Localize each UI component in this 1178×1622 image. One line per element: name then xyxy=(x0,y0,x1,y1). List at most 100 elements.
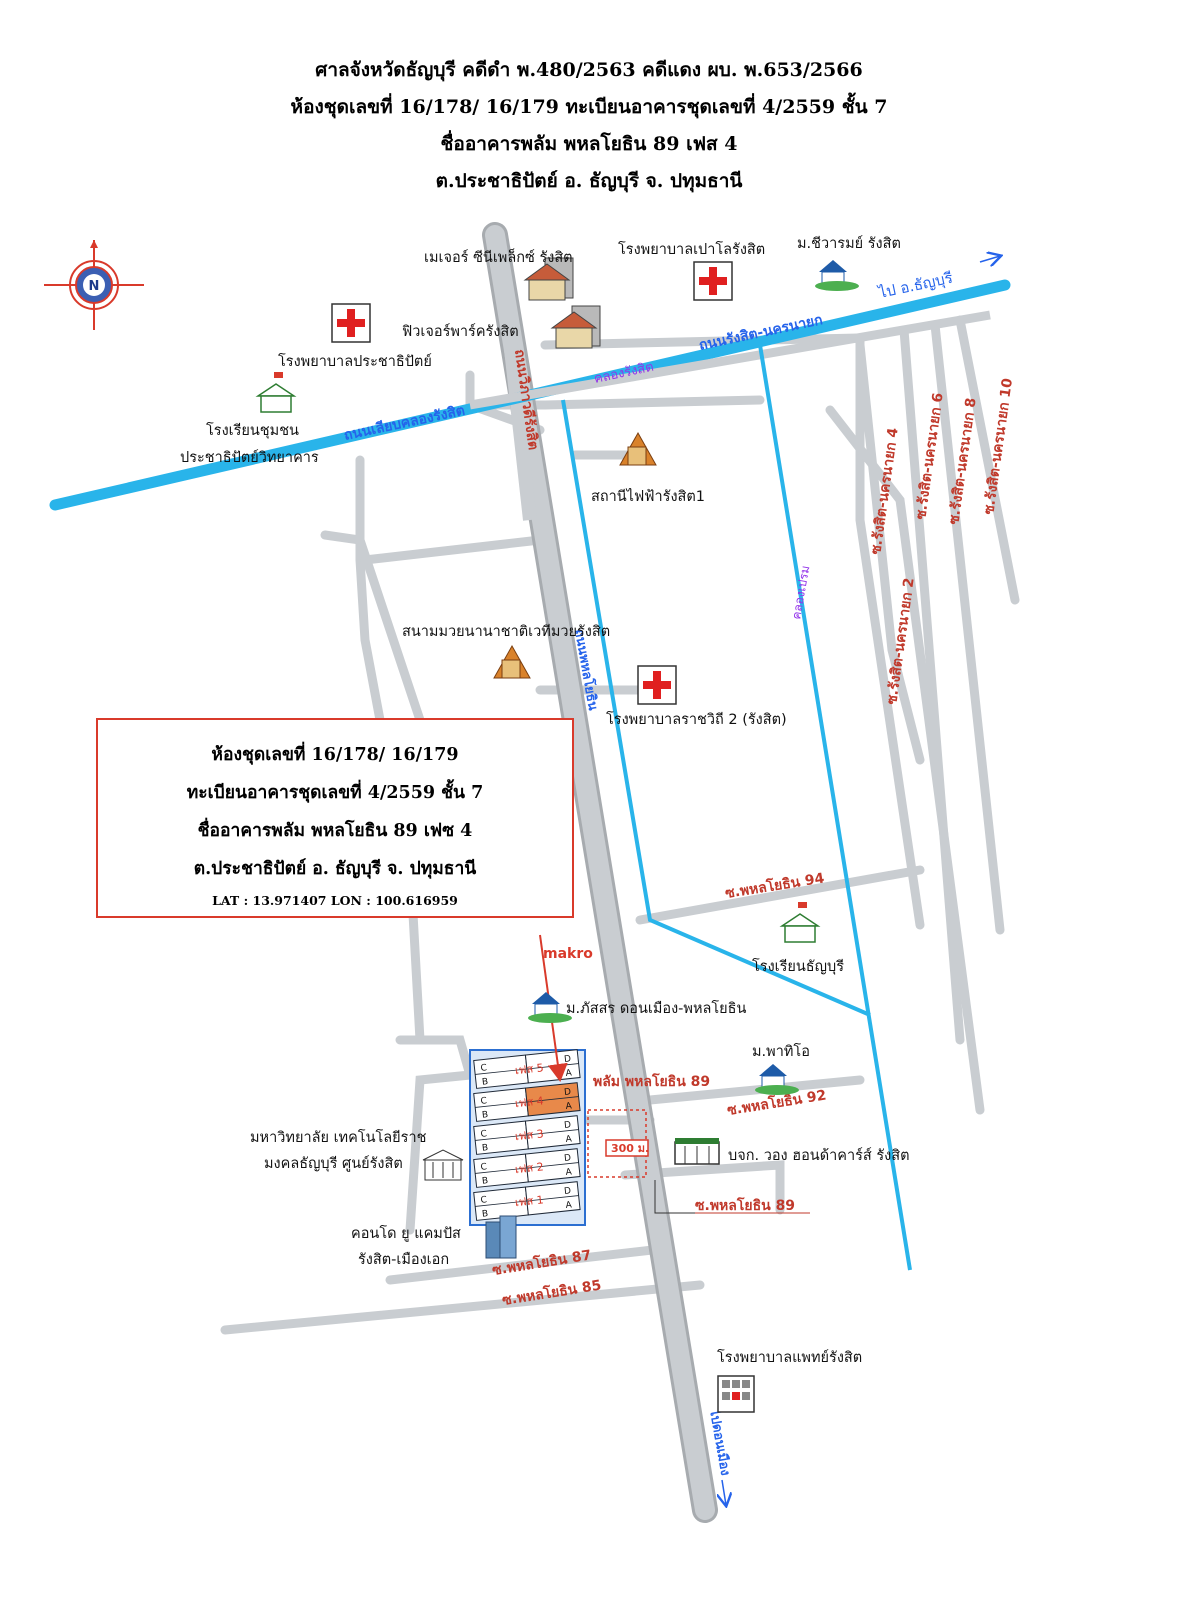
road-soi-87 xyxy=(385,1243,675,1285)
building-letter: D xyxy=(564,1153,572,1164)
rajavithi-hospital-icon xyxy=(637,665,677,705)
to-donmueang-arrow xyxy=(722,1479,726,1505)
pao-hospital-icon xyxy=(693,261,733,301)
info-unit-number: ห้องชุดเลขที่ 16/178/ 16/179 xyxy=(211,745,459,765)
makro-label: makro xyxy=(543,946,593,962)
label-soi-89: ซ.พหลโยธิน 89 xyxy=(695,1196,795,1214)
road-soi-4 xyxy=(855,340,925,765)
building-letter: C xyxy=(480,1162,487,1173)
university-icon xyxy=(422,1149,464,1181)
header-line-3: ชื่ออาคารพลัม พหลโยธิน 89 เฟส 4 xyxy=(440,133,738,155)
phase-row: CB DA เฟส 4 xyxy=(473,1082,581,1122)
phase-label: เฟส 2 xyxy=(514,1160,544,1176)
building-letter: B xyxy=(482,1077,489,1088)
to-thanyaburi-arrow xyxy=(979,256,1000,262)
building-letter: D xyxy=(564,1120,572,1131)
road-soi-89 xyxy=(620,1160,785,1215)
building-letter: A xyxy=(565,1167,573,1178)
label-power-station: สถานีไฟฟ้ารังสิต1 xyxy=(591,489,706,505)
vertical-canal-east xyxy=(758,344,912,1271)
label-chiwarom: ม.ชีวารมย์ รังสิต xyxy=(797,236,901,252)
building-letter: D xyxy=(564,1054,572,1065)
info-coordinates: LAT : 13.971407 LON : 100.616959 xyxy=(212,893,458,908)
road-soi-8 xyxy=(930,320,1005,935)
road-soi-2 xyxy=(825,405,985,1115)
header-line-4: ต.ประชาธิปัตย์ อ. ธัญบุรี จ. ปทุมธานี xyxy=(435,170,743,192)
compass-north-letter: N xyxy=(89,279,100,294)
label-prachathipat-hospital: โรงพยาบาลประชาธิปัตย์ xyxy=(278,354,432,370)
major-cineplex-icon xyxy=(523,257,574,301)
building-letter: C xyxy=(480,1195,487,1206)
distance-label: 300 ม. xyxy=(611,1142,649,1155)
label-boxing-stadium: สนามมวยนานาชาติเวทีมวยรังสิต xyxy=(402,624,611,640)
label-ucampus-1: คอนโด ยู แคมปัส xyxy=(351,1226,461,1242)
label-community-school-1: โรงเรียนชุมชน xyxy=(206,423,299,439)
future-park-icon xyxy=(550,305,601,349)
phase-row: CB DA เฟส 3 xyxy=(473,1115,581,1155)
phase-label: เฟส 3 xyxy=(514,1127,544,1143)
info-location: ต.ประชาธิปัตย์ อ. ธัญบุรี จ. ปทุมธานี xyxy=(193,859,477,879)
phase-label: เฟส 4 xyxy=(514,1094,544,1110)
compass-icon: N xyxy=(44,240,144,330)
info-building-name: ชื่ออาคารพลัม พหลโยธิน 89 เฟซ 4 xyxy=(197,821,473,841)
plum-label: พลัม พหลโยธิน 89 xyxy=(593,1072,710,1090)
document-header: ศาลจังหวัดธัญบุรี คดีดำ พ.480/2563 คดีแด… xyxy=(0,52,1178,200)
label-canal-vertical: คลองเปรม xyxy=(789,564,812,620)
building-letter: A xyxy=(565,1134,573,1145)
header-line-1: ศาลจังหวัดธัญบุรี คดีดำ พ.480/2563 คดีแด… xyxy=(315,59,863,81)
prachathipat-hospital-icon xyxy=(331,303,371,343)
road-soi-94 xyxy=(635,865,925,925)
road-to-boxing xyxy=(355,455,385,725)
building-letter: C xyxy=(480,1096,487,1107)
header-line-2: ห้องชุดเลขที่ 16/178/ 16/179 ทะเบียนอาคา… xyxy=(290,96,888,118)
building-letter: B xyxy=(482,1176,489,1187)
road-soi-10 xyxy=(955,315,1020,605)
label-rajavithi-hospital: โรงพยาบาลราชวิถี 2 (รังสิต) xyxy=(606,712,787,728)
building-letter: A xyxy=(565,1200,573,1211)
thanyaburi-school-icon xyxy=(779,902,821,943)
passorn-house-icon xyxy=(528,992,572,1023)
property-info-box: ห้องชุดเลขที่ 16/178/ 16/179 ทะเบียนอาคา… xyxy=(96,718,574,918)
distance-label-box xyxy=(605,1139,649,1157)
label-liap-khlong: ถนนเลียบคลองรังสิต xyxy=(343,403,467,444)
soi-89-pointer xyxy=(654,1180,695,1214)
ucampus-condo-icon xyxy=(485,1215,517,1259)
road-nakhonnayok-side xyxy=(540,333,925,930)
label-future-park: ฟิวเจอร์พาร์ครังสิต xyxy=(402,324,519,340)
building-letter: D xyxy=(564,1087,572,1098)
road-west-connector xyxy=(360,535,545,565)
building-letter: B xyxy=(482,1209,489,1220)
label-pao-hospital: โรงพยาบาลเปาโลรังสิต xyxy=(618,242,766,258)
building-letter: C xyxy=(480,1129,487,1140)
building-letter: A xyxy=(565,1101,573,1112)
phahonyothin-road-center xyxy=(485,225,715,1520)
building-letter: B xyxy=(482,1143,489,1154)
boxing-stadium-icon xyxy=(493,644,531,679)
hospital-icons xyxy=(331,261,733,705)
road-soi-85 xyxy=(220,1280,705,1335)
chiwarom-house-icon xyxy=(815,260,859,291)
power-station-icon xyxy=(619,431,657,466)
label-patio: ม.พาทิโอ xyxy=(752,1044,810,1060)
label-soi-85: ซ.พหลโยธิน 85 xyxy=(501,1276,603,1309)
building-letter: C xyxy=(480,1063,487,1074)
patio-house-icon xyxy=(755,1064,799,1095)
label-wong-honda: บจก. วอง ฮอนด้าคาร์ส์ รังสิต xyxy=(728,1148,910,1164)
road-west-loop xyxy=(320,530,425,725)
label-community-school-2: ประชาธิปัตย์วิทยาคาร xyxy=(180,450,319,466)
label-phaet-hospital: โรงพยาบาลแพทย์รังสิต xyxy=(717,1350,863,1366)
wong-honda-icon xyxy=(674,1138,720,1165)
vertical-canal-west xyxy=(561,399,871,1017)
phase-label: เฟส 5 xyxy=(514,1061,544,1077)
rangsit-nakhonnayok-road xyxy=(469,310,991,410)
label-thanyaburi-school: โรงเรียนธัญบุรี xyxy=(752,959,845,975)
phaet-hospital-icon xyxy=(717,1375,755,1413)
community-school-icon xyxy=(255,372,297,413)
building-letter: B xyxy=(482,1110,489,1121)
road-soi-6 xyxy=(899,325,965,1045)
info-registration: ทะเบียนอาคารชุดเลขที่ 4/2559 ชั้น 7 xyxy=(186,783,484,803)
label-ucampus-2: รังสิต-เมืองเอก xyxy=(358,1252,450,1268)
